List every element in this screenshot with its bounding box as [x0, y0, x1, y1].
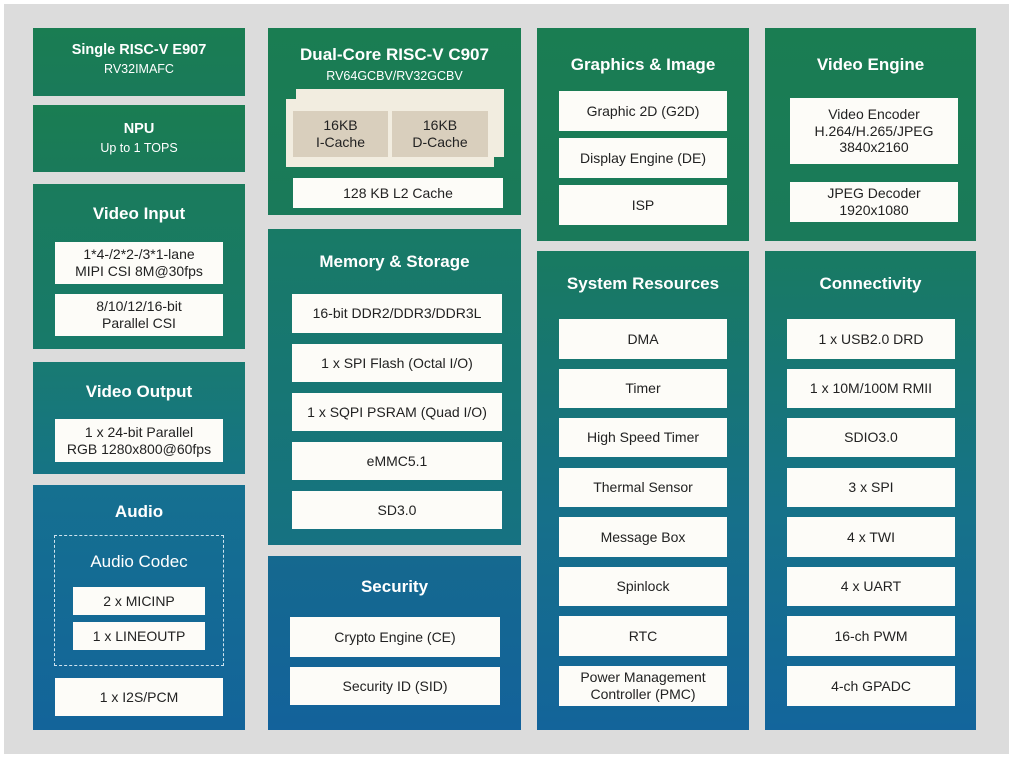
- security-block: Security Crypto Engine (CE) Security ID …: [268, 556, 521, 730]
- connectivity-item: 3 x SPI: [787, 468, 955, 507]
- connectivity-item: SDIO3.0: [787, 418, 955, 457]
- audio-codec-item: 2 x MICINP: [73, 587, 205, 615]
- video-output-item: 1 x 24-bit Parallel RGB 1280x800@60fps: [55, 419, 223, 462]
- system-item: RTC: [559, 616, 727, 656]
- system-item-pmc: Power Management Controller (PMC): [559, 666, 727, 706]
- video-input-block: Video Input 1*4-/2*2-/3*1-lane MIPI CSI …: [33, 184, 245, 349]
- graphics-block: Graphics & Image Graphic 2D (G2D) Displa…: [537, 28, 749, 241]
- video-engine-title: Video Engine: [816, 55, 925, 74]
- graphics-item: Graphic 2D (G2D): [559, 91, 727, 131]
- video-encoder-box: Video Encoder H.264/H.265/JPEG 3840x2160: [790, 98, 958, 164]
- memory-title: Memory & Storage: [319, 252, 470, 271]
- graphics-title: Graphics & Image: [570, 55, 716, 74]
- l2-cache-box: 128 KB L2 Cache: [293, 178, 503, 208]
- e907-block: Single RISC-V E907 RV32IMAFC: [33, 28, 245, 96]
- system-resources-block: System Resources DMA Timer High Speed Ti…: [537, 251, 749, 730]
- connectivity-item: 16-ch PWM: [787, 616, 955, 656]
- c907-block: Dual-Core RISC-V C907 RV64GCBV/RV32GCBV …: [268, 28, 521, 215]
- video-input-item: 8/10/12/16-bit Parallel CSI: [55, 294, 223, 336]
- system-item: Message Box: [559, 517, 727, 557]
- dcache-cell: 16KB D-Cache: [392, 111, 488, 157]
- connectivity-item: 4 x UART: [787, 567, 955, 606]
- audio-codec-group: Audio Codec 2 x MICINP 1 x LINEOUTP: [54, 535, 224, 666]
- system-resources-title: System Resources: [566, 274, 720, 293]
- audio-title: Audio: [114, 502, 164, 521]
- connectivity-item: 1 x USB2.0 DRD: [787, 319, 955, 359]
- connectivity-item: 1 x 10M/100M RMII: [787, 369, 955, 408]
- connectivity-block: Connectivity 1 x USB2.0 DRD 1 x 10M/100M…: [765, 251, 976, 730]
- connectivity-item: 4 x TWI: [787, 517, 955, 557]
- video-output-block: Video Output 1 x 24-bit Parallel RGB 128…: [33, 362, 245, 474]
- system-item: DMA: [559, 319, 727, 359]
- audio-codec-title: Audio Codec: [90, 552, 188, 571]
- security-item: Crypto Engine (CE): [290, 617, 500, 657]
- memory-block: Memory & Storage 16-bit DDR2/DDR3/DDR3L …: [268, 229, 521, 545]
- memory-item: SD3.0: [292, 491, 502, 529]
- video-output-title: Video Output: [85, 382, 193, 401]
- audio-item: 1 x I2S/PCM: [55, 678, 223, 716]
- memory-item: 1 x SQPI PSRAM (Quad I/O): [292, 393, 502, 431]
- npu-subtitle: Up to 1 TOPS: [100, 141, 178, 155]
- system-item: Thermal Sensor: [559, 468, 727, 507]
- c907-title: Dual-Core RISC-V C907: [300, 45, 489, 64]
- e907-subtitle: RV32IMAFC: [104, 62, 174, 76]
- jpeg-decoder-box: JPEG Decoder 1920x1080: [790, 182, 958, 222]
- system-item: High Speed Timer: [559, 418, 727, 457]
- video-input-title: Video Input: [92, 204, 186, 223]
- memory-item: 1 x SPI Flash (Octal I/O): [292, 344, 502, 382]
- graphics-item: Display Engine (DE): [559, 138, 727, 178]
- c907-subtitle: RV64GCBV/RV32GCBV: [326, 69, 463, 83]
- video-engine-block: Video Engine Video Encoder H.264/H.265/J…: [765, 28, 976, 241]
- security-item: Security ID (SID): [290, 667, 500, 705]
- block-diagram: Single RISC-V E907 RV32IMAFC NPU Up to 1…: [4, 4, 1009, 754]
- connectivity-item: 4-ch GPADC: [787, 666, 955, 706]
- memory-item: 16-bit DDR2/DDR3/DDR3L: [292, 294, 502, 333]
- connectivity-title: Connectivity: [819, 274, 922, 293]
- video-input-item: 1*4-/2*2-/3*1-lane MIPI CSI 8M@30fps: [55, 242, 223, 284]
- npu-title: NPU: [123, 121, 155, 137]
- graphics-item: ISP: [559, 185, 727, 225]
- security-title: Security: [360, 577, 429, 596]
- system-item: Spinlock: [559, 567, 727, 606]
- icache-cell: 16KB I-Cache: [293, 111, 388, 157]
- audio-block: Audio Audio Codec 2 x MICINP 1 x LINEOUT…: [33, 485, 245, 730]
- npu-block: NPU Up to 1 TOPS: [33, 105, 245, 172]
- system-item: Timer: [559, 369, 727, 408]
- audio-codec-item: 1 x LINEOUTP: [73, 622, 205, 650]
- memory-item: eMMC5.1: [292, 442, 502, 480]
- e907-title: Single RISC-V E907: [71, 42, 207, 58]
